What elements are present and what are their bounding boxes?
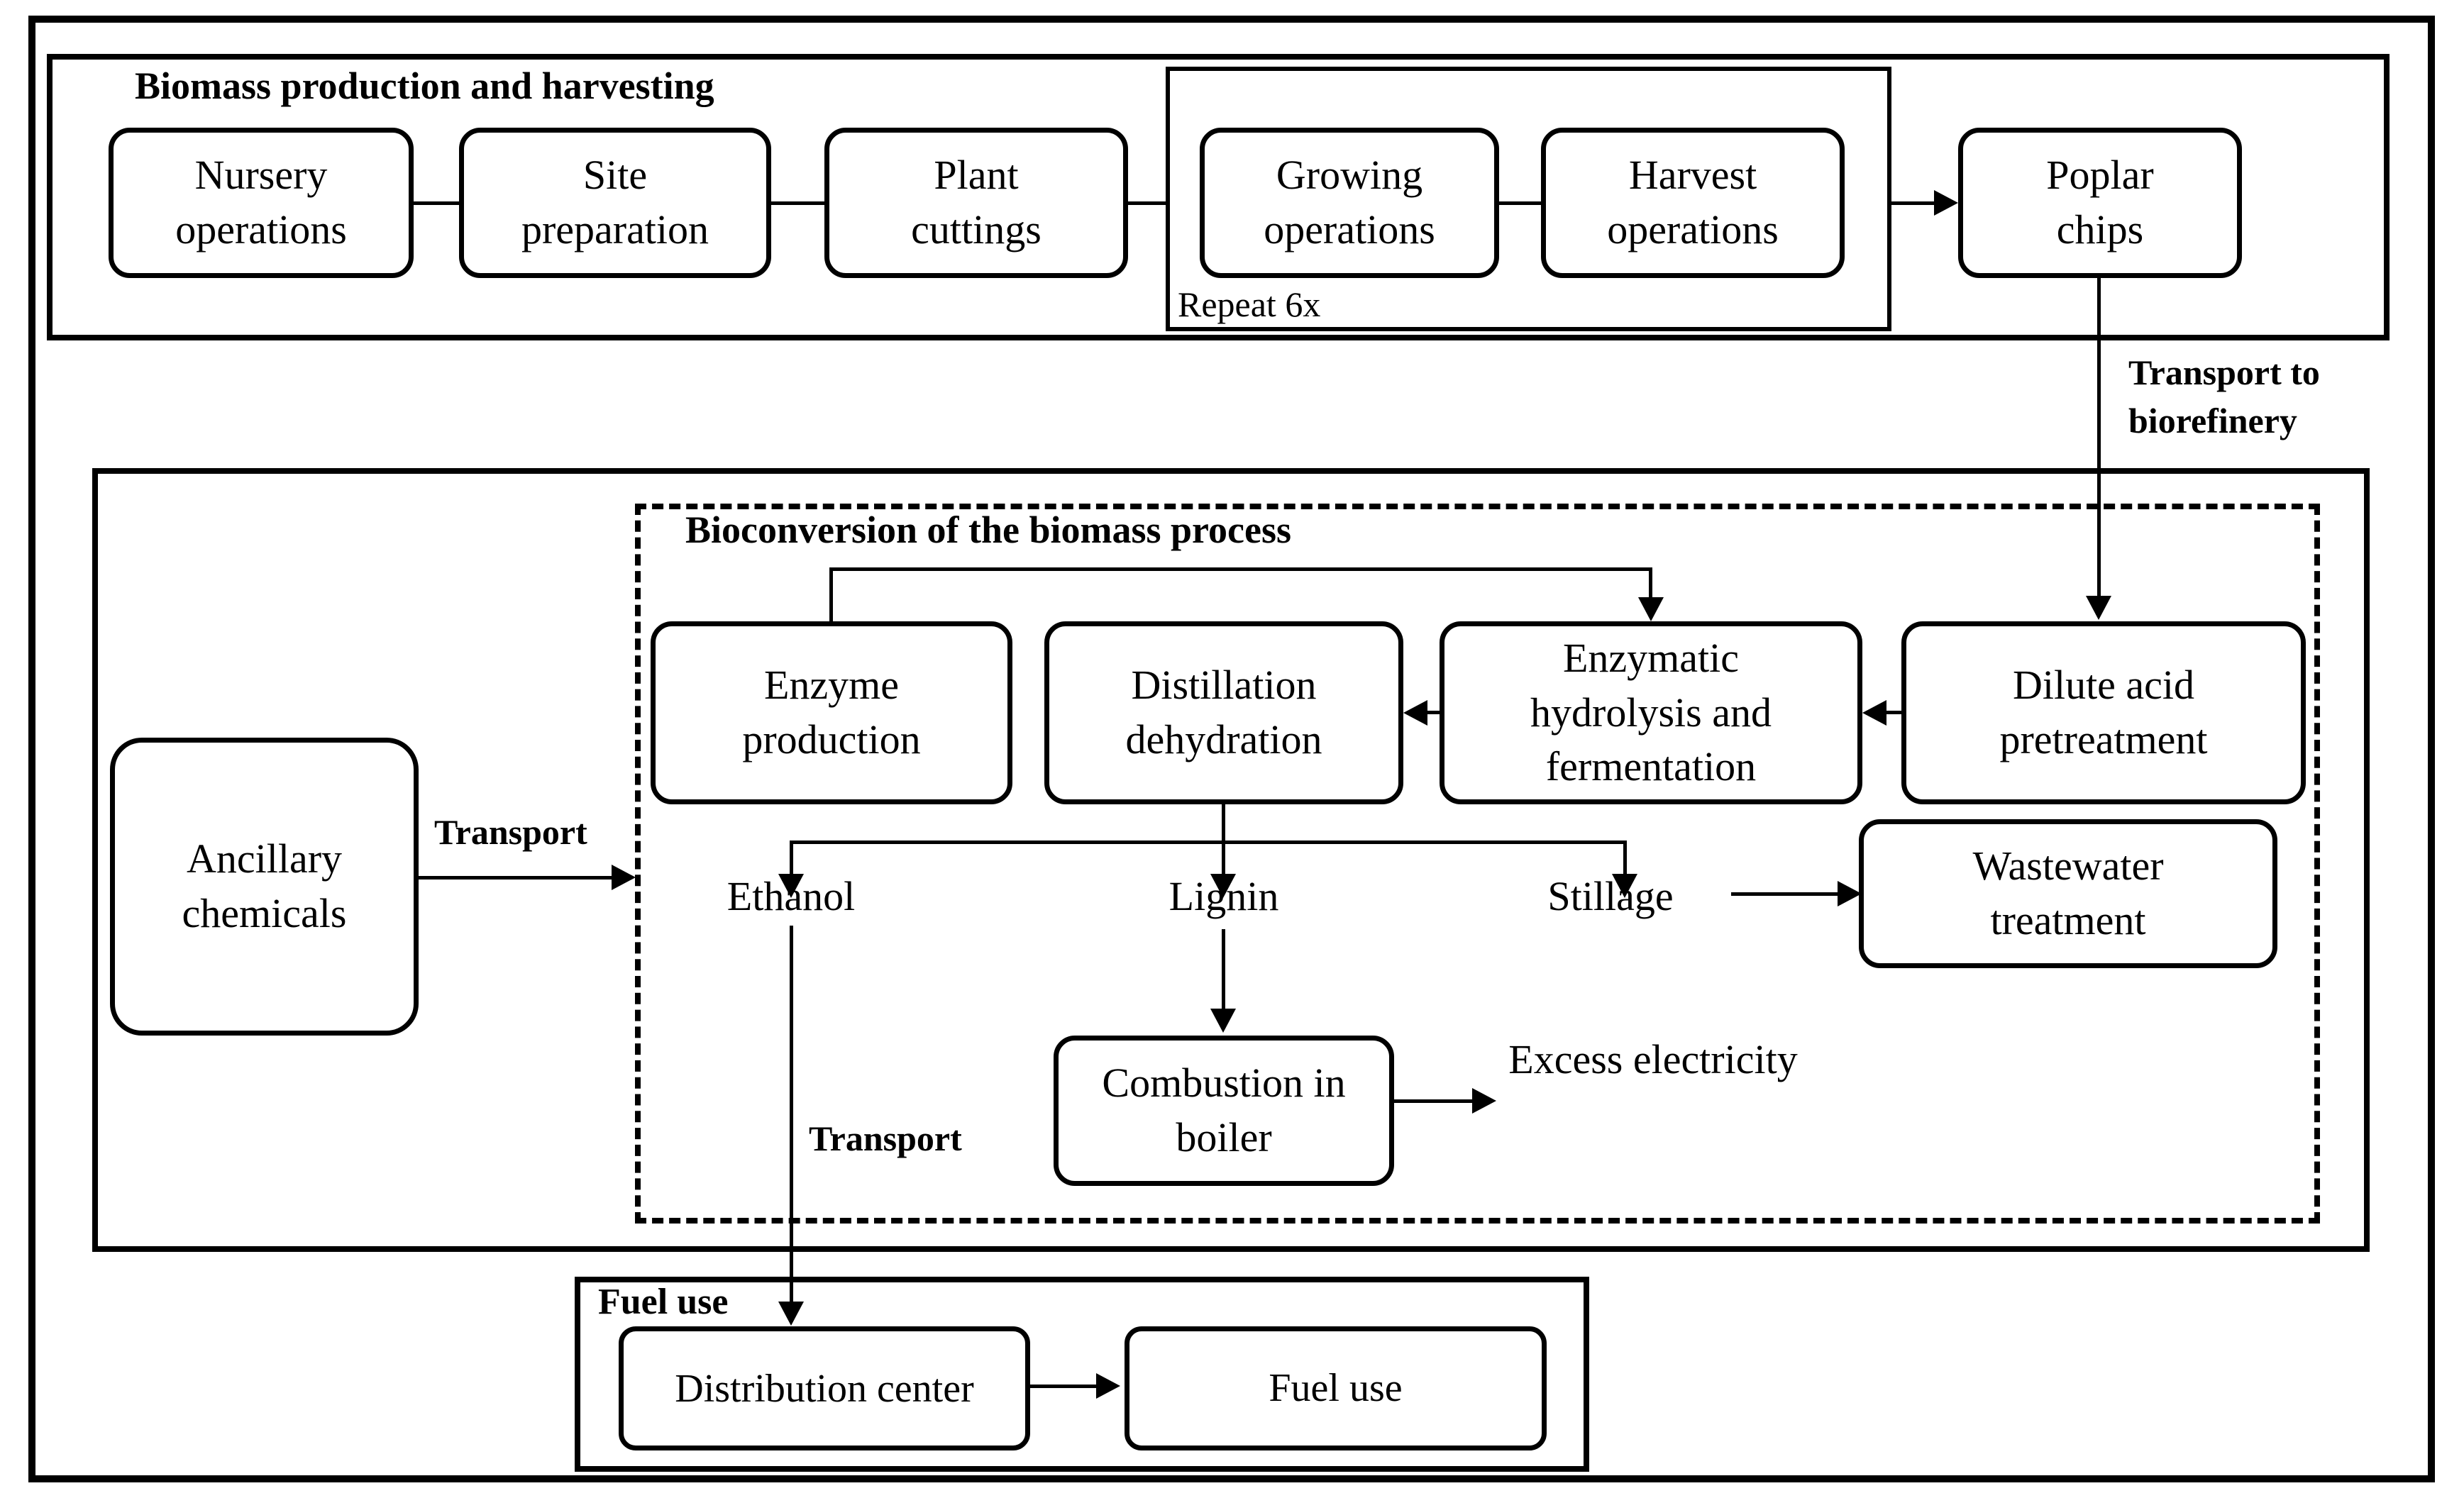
- arrow-dilute-enzymatic-head: [1862, 700, 1886, 726]
- panel-repeat: [1166, 67, 1891, 331]
- arrow-fan-stillage-head: [1612, 874, 1637, 898]
- arrow-stillage-wastewater-line: [1731, 892, 1838, 896]
- label-stillage: Stillage: [1547, 873, 1674, 919]
- node-fuel-use: Fuel use: [1125, 1326, 1547, 1450]
- arrow-repeat-poplar-head: [1934, 190, 1958, 216]
- connector-nursery-site: [414, 201, 459, 205]
- arrow-lignin-combustion-line: [1222, 929, 1225, 1009]
- title-bioconversion: Bioconversion of the biomass process: [685, 509, 1292, 551]
- arrow-enzymatic-distillation-line: [1427, 711, 1440, 714]
- node-enzyme-production: Enzyme production: [651, 621, 1012, 804]
- node-harvest-operations: Harvest operations: [1541, 128, 1845, 278]
- connector-distillation-stub: [1222, 804, 1225, 844]
- connector-growing-harvest: [1499, 201, 1541, 205]
- node-site-preparation: Site preparation: [459, 128, 771, 278]
- arrow-distribution-fueluse-line: [1030, 1385, 1096, 1388]
- arrow-repeat-poplar-line: [1891, 201, 1935, 205]
- label-repeat-6x: Repeat 6x: [1178, 284, 1321, 324]
- arrow-fan-ethanol-line: [790, 840, 793, 874]
- node-ancillary-chemicals: Ancillary chemicals: [110, 738, 419, 1036]
- node-growing-operations: Growing operations: [1200, 128, 1499, 278]
- arrow-poplar-dilute-line: [2097, 278, 2101, 596]
- arrow-poplar-dilute-head: [2086, 596, 2111, 620]
- node-plant-cuttings: Plant cuttings: [824, 128, 1128, 278]
- connector-enzyme-elbow-up: [829, 567, 833, 621]
- connector-site-plant: [771, 201, 824, 205]
- connector-enzyme-elbow-horizontal: [829, 567, 1652, 571]
- label-ethanol: Ethanol: [727, 873, 856, 919]
- node-poplar-chips: Poplar chips: [1958, 128, 2242, 278]
- arrow-fan-lignin-head: [1210, 874, 1236, 898]
- arrow-combustion-excess-line: [1394, 1099, 1472, 1103]
- panel-biomass: [47, 54, 2390, 340]
- node-distribution-center: Distribution center: [619, 1326, 1030, 1450]
- label-transport-ancillary: Transport: [434, 812, 587, 852]
- node-wastewater-treatment: Wastewater treatment: [1859, 819, 2277, 968]
- panel-bioconversion-dashed: [635, 504, 2320, 1224]
- label-excess-electricity: Excess electricity: [1508, 1036, 1798, 1082]
- node-distillation-dehydration: Distillation dehydration: [1044, 621, 1403, 804]
- node-enzymatic-hydrolysis-fermentation: Enzymatic hydrolysis and fermentation: [1440, 621, 1862, 804]
- label-lignin: Lignin: [1169, 873, 1279, 919]
- arrow-fan-lignin-line: [1222, 840, 1225, 874]
- arrow-distribution-fueluse-head: [1096, 1373, 1120, 1399]
- arrow-fan-stillage-line: [1623, 840, 1627, 874]
- arrow-ethanol-distribution-head: [778, 1302, 804, 1326]
- outer-frame: [28, 16, 2435, 1482]
- label-transport-ethanol: Transport: [809, 1119, 962, 1158]
- panel-fuel-use: [575, 1277, 1589, 1472]
- arrow-ancillary-line: [419, 876, 612, 880]
- arrow-fan-ethanol-head: [778, 874, 804, 898]
- connector-plant-repeat: [1128, 201, 1166, 205]
- node-nursery-operations: Nursery operations: [109, 128, 414, 278]
- label-transport-to-biorefinery: Transport to biorefinery: [2128, 353, 2320, 440]
- node-combustion-in-boiler: Combustion in boiler: [1054, 1036, 1394, 1186]
- node-dilute-acid-pretreatment: Dilute acid pretreatment: [1901, 621, 2306, 804]
- arrow-enzyme-enzymatic-head: [1638, 597, 1664, 621]
- title-biomass: Biomass production and harvesting: [135, 65, 714, 107]
- arrow-enzymatic-distillation-head: [1403, 700, 1427, 726]
- title-fuel-use: Fuel use: [598, 1282, 729, 1322]
- arrow-ethanol-distribution-line: [790, 926, 793, 1302]
- connector-fanout-horizontal: [790, 840, 1627, 844]
- arrow-dilute-enzymatic-line: [1886, 711, 1901, 714]
- arrow-ancillary-head: [612, 865, 636, 890]
- arrow-combustion-excess-head: [1472, 1088, 1496, 1114]
- panel-bioconversion-outer: [92, 468, 2370, 1252]
- arrow-stillage-wastewater-head: [1838, 881, 1862, 906]
- arrow-lignin-combustion-head: [1210, 1009, 1236, 1033]
- connector-enzyme-elbow-down: [1649, 567, 1652, 597]
